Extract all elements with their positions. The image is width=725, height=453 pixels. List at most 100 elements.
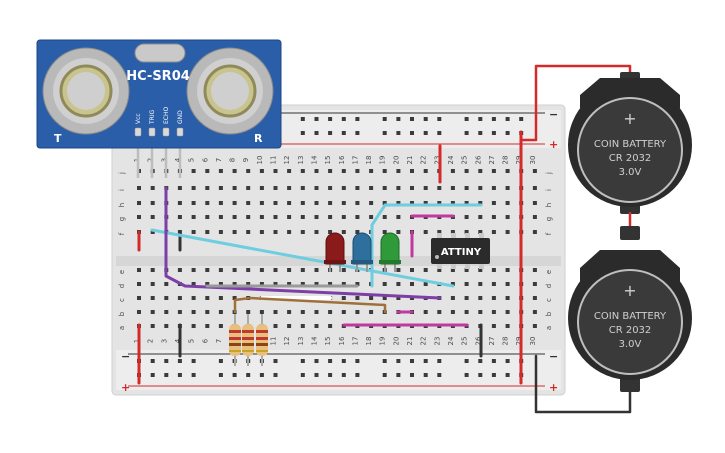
resistor-2[interactable] bbox=[242, 314, 254, 366]
row-letter-j: j bbox=[118, 172, 126, 175]
column-number: 5 bbox=[188, 158, 196, 162]
breadboard-hole bbox=[150, 201, 155, 205]
breadboard-hole bbox=[505, 296, 510, 300]
breadboard-hole bbox=[396, 169, 401, 173]
row-letter-e: e bbox=[545, 270, 553, 274]
breadboard-hole bbox=[437, 230, 442, 234]
breadboard-hole bbox=[150, 310, 155, 314]
breadboard-hole bbox=[218, 268, 223, 272]
breadboard-hole bbox=[300, 373, 305, 377]
breadboard-hole bbox=[191, 282, 196, 286]
breadboard-hole bbox=[341, 282, 346, 286]
breadboard-hole bbox=[191, 169, 196, 173]
breadboard-hole bbox=[505, 268, 510, 272]
column-number: 29 bbox=[515, 156, 523, 165]
row-letter-j: j bbox=[545, 172, 553, 175]
breadboard-hole bbox=[355, 201, 360, 205]
column-number: 30 bbox=[529, 337, 537, 346]
breadboard-hole bbox=[355, 282, 360, 286]
breadboard-hole bbox=[382, 131, 387, 135]
breadboard-hole bbox=[369, 296, 374, 300]
breadboard-hole bbox=[382, 117, 387, 121]
breadboard-hole bbox=[341, 310, 346, 314]
breadboard-hole bbox=[491, 131, 496, 135]
resistor-1[interactable] bbox=[229, 314, 241, 366]
breadboard-hole bbox=[218, 215, 223, 219]
breadboard-hole bbox=[177, 373, 182, 377]
breadboard-hole bbox=[328, 282, 333, 286]
breadboard-hole bbox=[532, 268, 537, 272]
breadboard-hole bbox=[464, 131, 469, 135]
rail-plus-bottom-right: + bbox=[549, 381, 558, 394]
column-number: 27 bbox=[488, 337, 496, 346]
breadboard-hole bbox=[246, 268, 251, 272]
pin-label-trig: TRIG bbox=[149, 109, 156, 125]
breadboard-hole bbox=[464, 117, 469, 121]
breadboard-hole bbox=[532, 282, 537, 286]
breadboard-hole bbox=[246, 282, 251, 286]
breadboard-hole bbox=[314, 373, 319, 377]
breadboard-hole bbox=[287, 169, 292, 173]
column-number: 11 bbox=[270, 337, 278, 346]
attiny-chip[interactable]: ATTINY bbox=[431, 233, 490, 269]
breadboard-hole bbox=[273, 282, 278, 286]
breadboard-hole bbox=[150, 373, 155, 377]
breadboard-hole bbox=[355, 373, 360, 377]
breadboard-hole bbox=[341, 230, 346, 234]
rail-minus-bottom-left: − bbox=[121, 350, 130, 363]
breadboard-hole bbox=[396, 131, 401, 135]
breadboard-hole bbox=[328, 131, 333, 135]
row-letter-e: e bbox=[118, 270, 126, 274]
breadboard-hole bbox=[532, 296, 537, 300]
breadboard-hole bbox=[450, 310, 455, 314]
breadboard-hole bbox=[273, 359, 278, 363]
breadboard-hole bbox=[478, 169, 483, 173]
breadboard-hole bbox=[205, 268, 210, 272]
breadboard-hole bbox=[491, 373, 496, 377]
breadboard-hole bbox=[396, 282, 401, 286]
ultrasonic-sensor[interactable]: HC-SR04 T R Vcc TRIG ECHO GND bbox=[36, 39, 282, 178]
breadboard-hole bbox=[314, 117, 319, 121]
breadboard-hole bbox=[450, 186, 455, 190]
breadboard-hole bbox=[218, 310, 223, 314]
breadboard-hole bbox=[300, 230, 305, 234]
breadboard-hole bbox=[464, 230, 469, 234]
breadboard-hole bbox=[328, 215, 333, 219]
column-number: 14 bbox=[310, 336, 318, 345]
breadboard-hole bbox=[410, 373, 414, 377]
coin-battery-top[interactable]: + COIN BATTERY CR 2032 3.0V bbox=[568, 72, 692, 214]
breadboard-hole bbox=[137, 268, 141, 272]
column-number: 16 bbox=[338, 336, 346, 345]
breadboard-hole bbox=[478, 186, 483, 190]
rail-minus-bottom-right: − bbox=[549, 350, 558, 363]
breadboard-hole bbox=[382, 296, 387, 300]
led-red[interactable] bbox=[324, 232, 346, 272]
breadboard-hole bbox=[205, 310, 210, 314]
breadboard-hole bbox=[191, 373, 196, 377]
column-number: 19 bbox=[379, 156, 387, 165]
chip-label: ATTINY bbox=[441, 247, 482, 258]
led-green[interactable] bbox=[379, 232, 401, 272]
column-number: 7 bbox=[215, 339, 223, 343]
breadboard-hole bbox=[355, 117, 360, 121]
resistor-3[interactable] bbox=[256, 314, 268, 366]
column-number: 9 bbox=[242, 158, 250, 162]
breadboard-hole bbox=[355, 186, 360, 190]
breadboard-hole bbox=[218, 230, 223, 234]
breadboard-hole bbox=[191, 296, 196, 300]
column-number: 7 bbox=[215, 158, 223, 162]
breadboard-hole bbox=[177, 215, 182, 219]
breadboard-hole bbox=[341, 117, 346, 121]
crystal bbox=[134, 43, 186, 63]
breadboard-hole bbox=[478, 215, 483, 219]
coin-battery-bottom[interactable]: + COIN BATTERY CR 2032 3.0V bbox=[568, 226, 692, 392]
led-blue[interactable] bbox=[351, 232, 373, 272]
row-letter-a: a bbox=[545, 326, 553, 330]
breadboard-hole bbox=[505, 310, 510, 314]
breadboard-hole bbox=[423, 186, 428, 190]
breadboard-hole bbox=[205, 215, 210, 219]
column-number: 5 bbox=[188, 339, 196, 343]
breadboard-hole bbox=[259, 201, 264, 205]
breadboard-hole bbox=[232, 282, 237, 286]
